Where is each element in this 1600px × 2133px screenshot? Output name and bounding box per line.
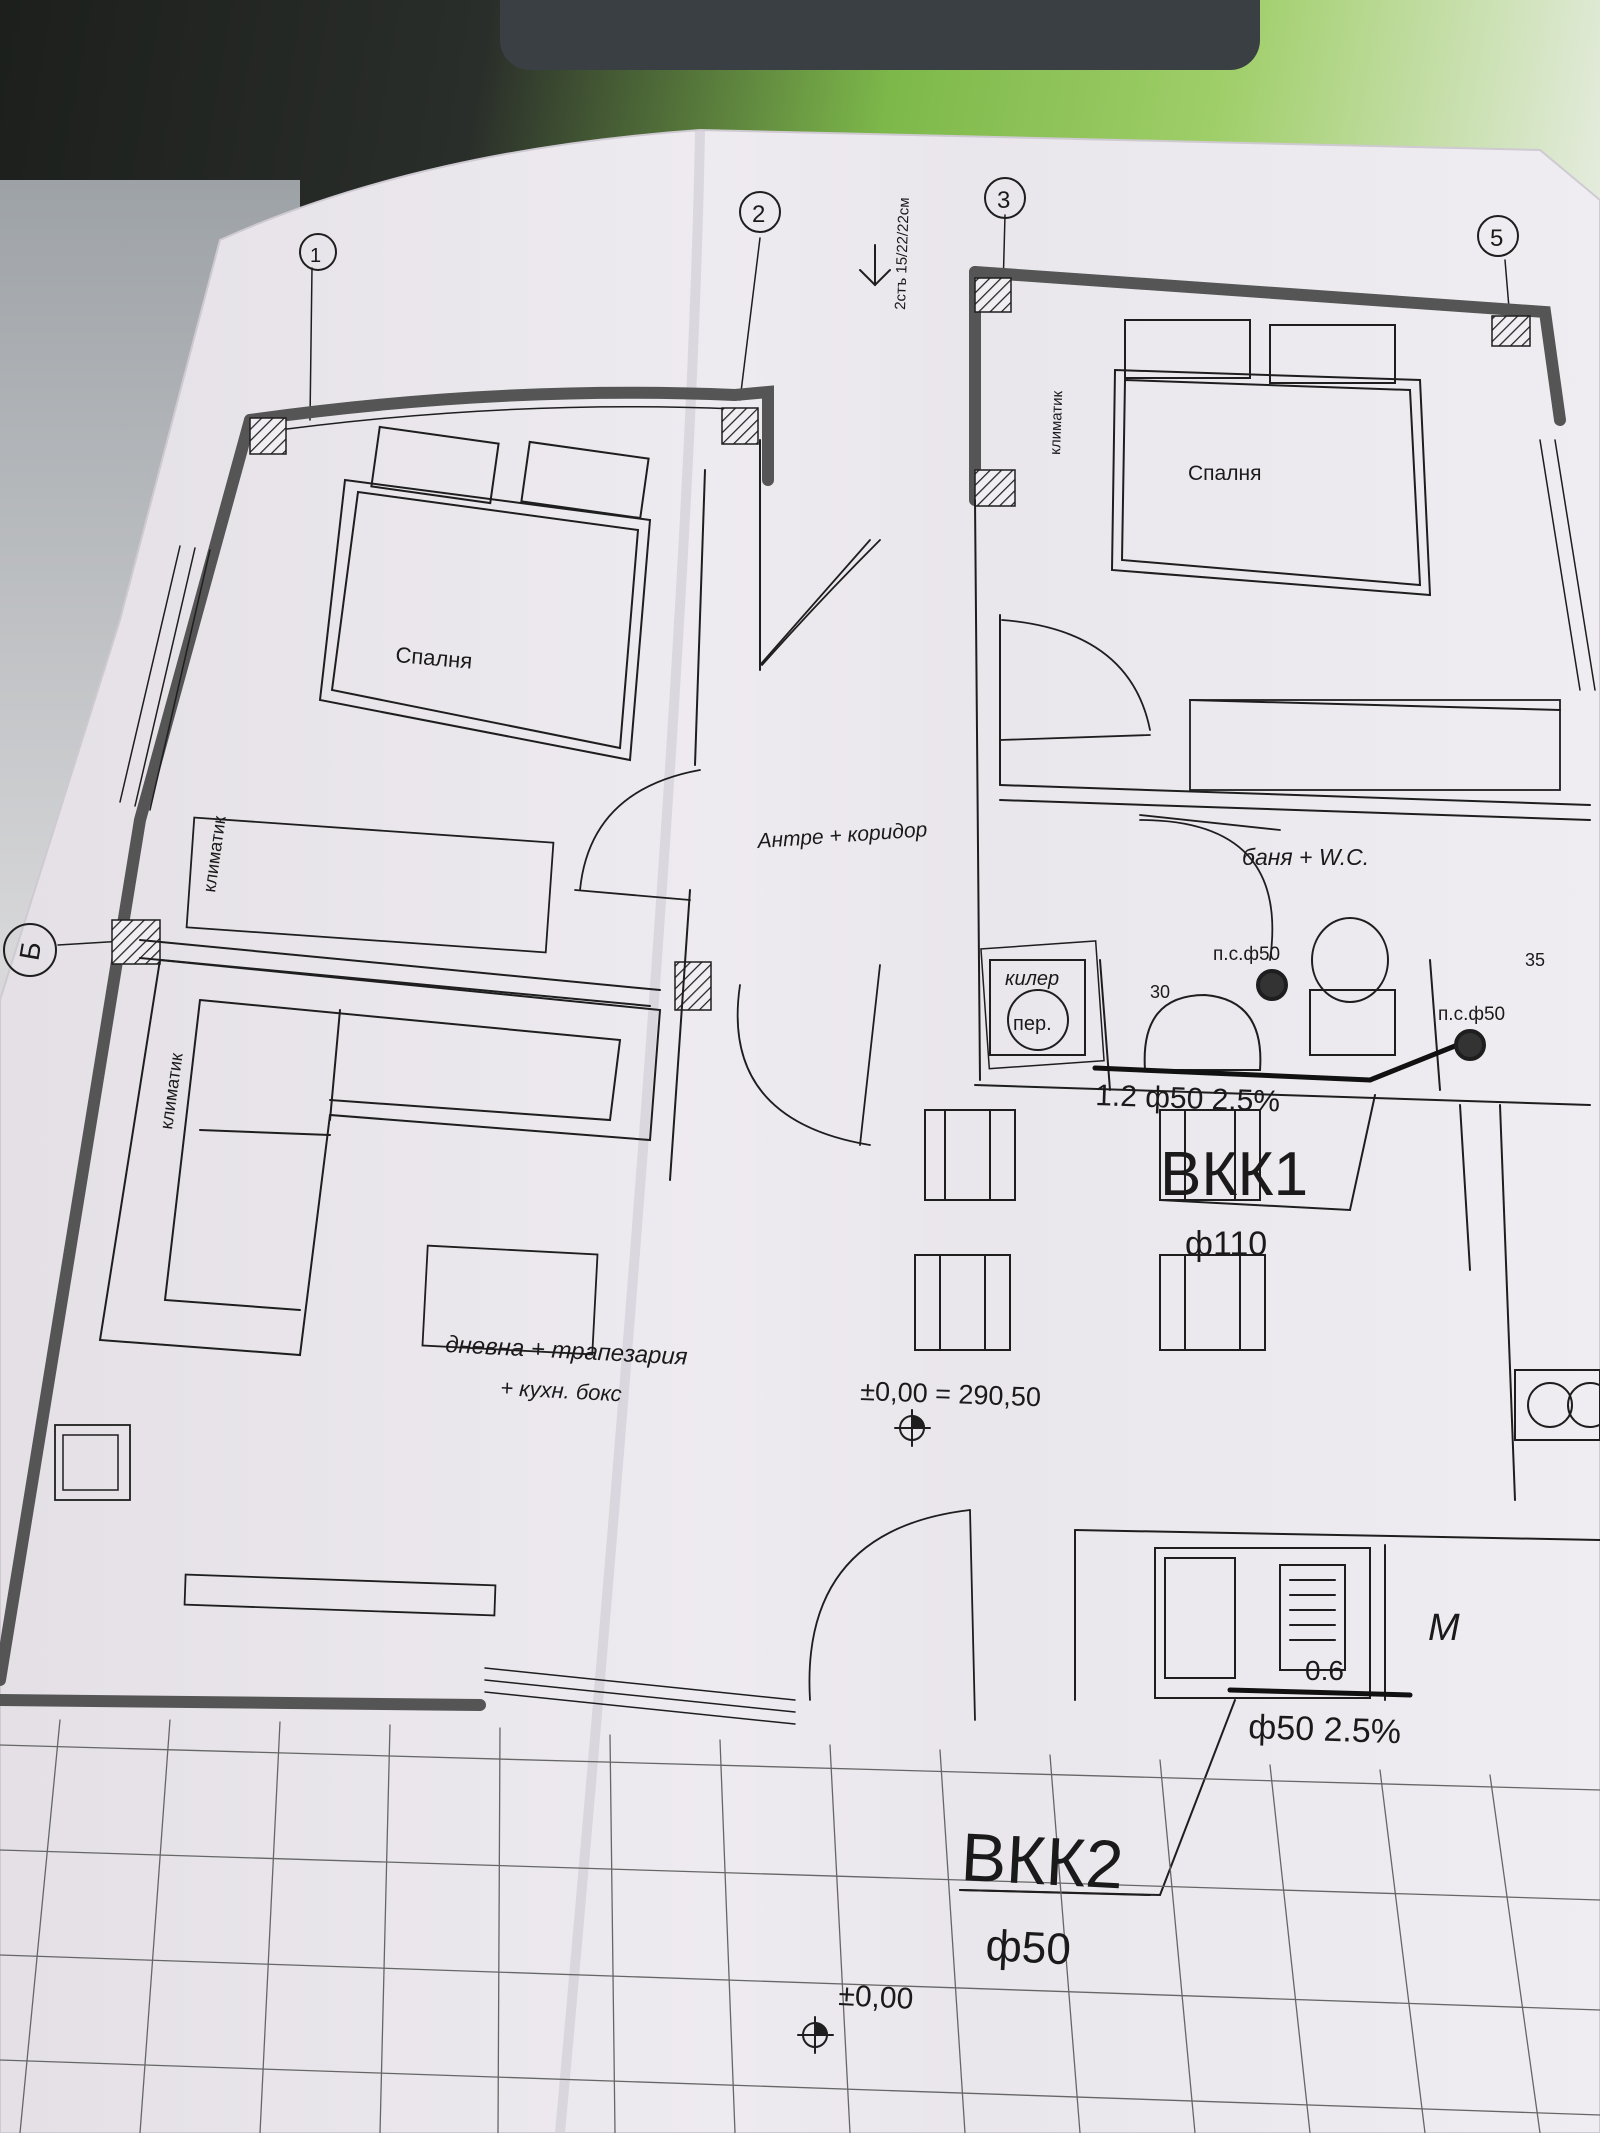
column <box>1491 315 1531 347</box>
pipe-2-slope: 0.6 <box>1305 1655 1344 1686</box>
stand-pipe-2 <box>1454 1029 1486 1061</box>
door-living <box>736 964 881 1146</box>
floor-square-inner <box>62 1434 119 1491</box>
vkk1-label: ВКК1 <box>1160 1140 1308 1209</box>
elevation-marker-main <box>894 1409 931 1447</box>
stand-pipe-1 <box>1256 969 1288 1001</box>
door-bathroom <box>1139 814 1281 961</box>
drain-pipe-1 <box>1092 1037 1473 1083</box>
room-pantry: килер <box>1005 968 1059 990</box>
column <box>249 417 287 455</box>
paving-grid <box>0 1719 1600 2133</box>
elevation-marker-outside <box>797 2016 834 2054</box>
axis-marker-1 <box>299 233 337 271</box>
drain-pipe-2 <box>1227 1687 1413 1698</box>
vkk1-diameter: ф110 <box>1185 1225 1267 1263</box>
washer-label: пер. <box>1013 1013 1052 1035</box>
window-left <box>119 545 211 811</box>
dimension-note: 2стъ 15/22/22см <box>892 197 913 310</box>
column <box>674 961 712 1011</box>
axis-marker-3 <box>984 177 1026 219</box>
room-bathroom: баня + W.C. <box>1242 844 1369 870</box>
vkk2-label: ВКК2 <box>959 1819 1125 1903</box>
washbasin <box>1143 993 1262 1071</box>
leader-lines <box>959 1094 1376 1897</box>
window-bottom <box>484 1667 796 1725</box>
elevation-main: ±0,00 = 290,50 <box>860 1376 1042 1412</box>
axis-marker-2 <box>739 191 781 233</box>
door-bedroom-right <box>999 619 1151 741</box>
wardrobe-left <box>185 816 555 954</box>
dim-30: 30 <box>1150 982 1170 1002</box>
column <box>974 277 1012 313</box>
axis-label-b: Б <box>13 939 47 962</box>
bed-right <box>1110 319 1432 597</box>
floor-square <box>54 1424 131 1501</box>
column <box>721 407 759 445</box>
dining-table <box>421 1244 599 1356</box>
bed-left <box>318 425 652 762</box>
pantry-shelf <box>980 940 1105 1070</box>
axis-marker-b <box>3 923 57 977</box>
pipe-2-label: ф50 2.5% <box>1248 1708 1402 1751</box>
toilet <box>1309 917 1396 1056</box>
kitchen-counter <box>1074 1529 1600 1701</box>
room-bedroom-right: Спалня <box>1188 462 1261 485</box>
axis-marker-5 <box>1477 215 1519 257</box>
page-fold <box>555 129 705 2133</box>
stand-pipe-label-2: п.с.ф50 <box>1438 1004 1505 1025</box>
door-balcony <box>808 1509 976 1721</box>
axis-label-3: 3 <box>997 187 1010 214</box>
vkk2-diameter: ф50 <box>984 1921 1072 1974</box>
washing-machine <box>989 959 1086 1056</box>
ac-label-right: климатик <box>1047 390 1066 455</box>
axis-label-5: 5 <box>1490 225 1503 252</box>
background-object <box>500 0 1260 70</box>
tv-console <box>183 1573 497 1617</box>
elevation-outside: ±0,00 <box>838 1979 914 2016</box>
wardrobe-right <box>1189 699 1561 791</box>
kitchen-m-label: М <box>1428 1607 1460 1649</box>
stand-pipe-label-1: п.с.ф50 <box>1213 944 1280 965</box>
bar-stools <box>914 1109 1266 1351</box>
column <box>974 469 1016 507</box>
pipe-1-label: 1.2 ф50 2.5% <box>1095 1079 1281 1118</box>
stair-arrow <box>859 244 891 287</box>
exterior-walls <box>0 266 1566 1711</box>
axis-label-2: 2 <box>752 201 765 228</box>
sofa <box>98 958 662 1357</box>
door-entrance <box>759 539 881 666</box>
interior-walls <box>139 439 1591 1501</box>
door-bedroom-left <box>574 769 701 901</box>
window-right <box>1539 439 1596 691</box>
stove <box>1514 1369 1600 1441</box>
paper <box>0 128 1600 2133</box>
axis-label-1: 1 <box>310 245 321 267</box>
dim-35: 35 <box>1525 950 1545 970</box>
